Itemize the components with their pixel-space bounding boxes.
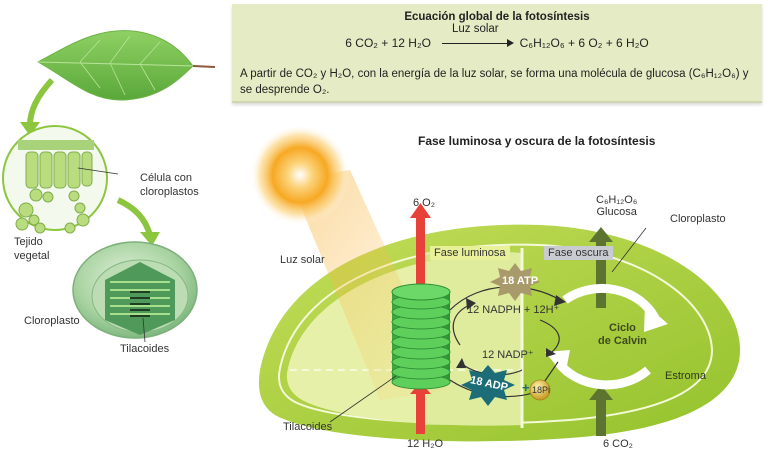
tissue-label-line2: vegetal	[14, 250, 50, 262]
leaf-icon	[36, 30, 216, 101]
description-line-1: A partir de CO₂ y H₂O, con la energía de…	[240, 68, 749, 80]
cell-label: Célula con cloroplastos	[140, 171, 199, 199]
reaction-arrow: Luz solar	[438, 23, 515, 50]
plus-sign: +	[522, 380, 530, 395]
thylakoids-label: Tilacoides	[283, 421, 333, 433]
nadp-label: 12 NADP⁺	[482, 349, 534, 361]
equation-line: 6 CO₂ + 12 H₂O Luz solar C₆H₁₂O₆ + 6 O₂ …	[232, 23, 762, 50]
calvin-cycle-label: Ciclo de Calvin	[598, 322, 647, 348]
oxygen-arrow-icon	[410, 203, 431, 315]
equation-box: Ecuación global de la fotosíntesis 6 CO₂…	[232, 4, 762, 103]
glucose-formula: C₆H₁₂O₆	[596, 194, 638, 206]
tissue-circle-icon	[2, 125, 119, 234]
glucose-label: C₆H₁₂O₆ Glucosa	[596, 194, 637, 218]
calvin-line1: Ciclo	[609, 322, 636, 334]
calvin-line2: de Calvin	[598, 335, 647, 347]
diagram-title: Fase luminosa y oscura de la fotosíntesi…	[418, 134, 656, 148]
description-line-2: se desprende O₂.	[240, 84, 330, 96]
co2-label: 6 CO₂	[603, 438, 633, 450]
chloroplast-label: Cloroplasto	[670, 213, 726, 225]
photosynthesis-diagram	[250, 125, 740, 442]
pi-label: 18Pi	[532, 385, 551, 395]
cell-label-line1: Célula con	[140, 172, 192, 184]
atp-star-icon	[490, 263, 540, 301]
thylakoid-stack-icon	[391, 283, 451, 390]
cell-label-line2: cloroplastos	[140, 186, 199, 198]
glucose-name: Glucosa	[596, 206, 637, 218]
reaction-arrow-label: Luz solar	[451, 23, 499, 35]
chloroplast-label-left: Cloroplasto	[24, 315, 80, 327]
dark-phase-tag: Fase oscura	[544, 246, 613, 260]
glucose-arrow-icon	[589, 227, 613, 308]
curved-arrow-icon-2	[116, 197, 153, 236]
pi-ball-icon	[529, 379, 551, 401]
equation-reactants: 6 CO₂ + 12 H₂O	[345, 36, 431, 50]
equation-products: C₆H₁₂O₆ + 6 O₂ + 6 H₂O	[519, 36, 649, 50]
adp-star-icon	[461, 365, 515, 406]
light-phase-tag: Fase luminosa	[430, 246, 510, 260]
equation-title: Ecuación global de la fotosíntesis	[404, 11, 590, 23]
arrow-right-icon	[442, 39, 515, 48]
left-illustrations	[2, 30, 216, 343]
co2-arrow-icon	[589, 385, 613, 436]
stroma-label: Estroma	[665, 370, 706, 382]
water-label: 12 H₂O	[407, 438, 444, 450]
thylakoids-label-left: Tilacoides	[120, 343, 170, 355]
curved-arrow-icon	[27, 77, 55, 126]
sunlight-label: Luz solar	[280, 254, 325, 266]
equation-description: A partir de CO₂ y H₂O, con la energía de…	[240, 66, 755, 98]
oxygen-label: 6 O₂	[413, 197, 435, 209]
tissue-label: Tejido vegetal	[14, 235, 49, 263]
nadph-label: 12 NADPH + 12H⁺	[467, 304, 560, 316]
atp-label: 18 ATP	[502, 275, 539, 287]
chloroplast-3d-icon	[72, 241, 198, 343]
tissue-label-line1: Tejido	[14, 236, 43, 248]
